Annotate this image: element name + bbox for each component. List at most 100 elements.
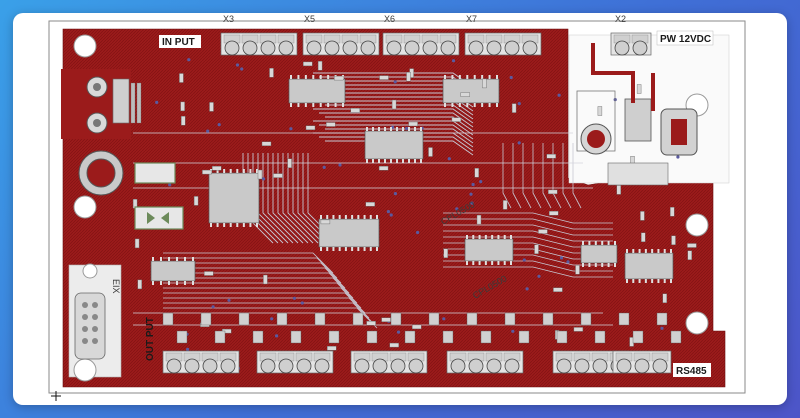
via bbox=[292, 296, 296, 300]
connector-label-x2: X2 bbox=[615, 14, 626, 24]
ic-pin bbox=[242, 223, 245, 227]
smd-component bbox=[180, 101, 185, 112]
ic-pin bbox=[312, 103, 315, 107]
ic-pin bbox=[472, 261, 475, 265]
ic-pin bbox=[319, 103, 322, 107]
ic-pin bbox=[249, 223, 252, 227]
smd-component bbox=[670, 207, 675, 217]
ic-footprint bbox=[624, 252, 674, 280]
resistor-pack bbox=[656, 312, 668, 326]
signal-trace bbox=[443, 230, 613, 242]
ic-pin bbox=[420, 159, 422, 163]
via bbox=[240, 67, 244, 71]
ic-pin bbox=[420, 127, 422, 131]
terminal-screw bbox=[504, 40, 520, 56]
smd-component bbox=[597, 106, 603, 116]
ic-pin bbox=[223, 223, 226, 227]
signal-trace bbox=[319, 124, 474, 140]
ic-pin bbox=[229, 223, 232, 227]
ic-pin bbox=[342, 103, 344, 107]
smd-component bbox=[640, 211, 645, 221]
ic-pin bbox=[326, 247, 329, 251]
smd-component bbox=[389, 342, 399, 348]
terminal-screw bbox=[592, 358, 608, 374]
signal-trace bbox=[262, 153, 294, 244]
terminal-screw bbox=[408, 358, 424, 374]
mount-hole-tl bbox=[73, 34, 97, 58]
signal-trace bbox=[287, 153, 319, 244]
smd-component bbox=[180, 115, 186, 126]
terminal-screw bbox=[278, 40, 294, 56]
ic-pin bbox=[503, 235, 506, 239]
via bbox=[386, 210, 390, 214]
resistor-pack bbox=[314, 312, 326, 326]
via bbox=[511, 329, 515, 333]
terminal-block bbox=[382, 32, 460, 56]
pcb-layout: IN PUT PW 12VDC RS485 OUT PUT EIX CPL050… bbox=[48, 14, 746, 401]
terminal-screw bbox=[324, 40, 340, 56]
ic-pin bbox=[249, 169, 252, 173]
connector-label-x6: X6 bbox=[384, 14, 395, 24]
signal-trace bbox=[163, 277, 354, 299]
ic-pin bbox=[216, 223, 219, 227]
via bbox=[275, 334, 279, 338]
smd-component bbox=[534, 244, 539, 255]
mount-hole-br bbox=[685, 311, 709, 335]
signal-trace bbox=[292, 153, 324, 244]
ic-pin bbox=[223, 169, 226, 173]
via bbox=[470, 201, 474, 205]
ic-pin bbox=[184, 281, 186, 285]
terminal-screw bbox=[556, 358, 572, 374]
signal-trace bbox=[163, 282, 358, 304]
via bbox=[451, 59, 456, 63]
ic-pin bbox=[192, 257, 194, 261]
terminal-screw bbox=[260, 358, 276, 374]
smd-component bbox=[381, 317, 391, 322]
ic-pin bbox=[372, 127, 374, 131]
connector-label-x7: X7 bbox=[466, 14, 477, 24]
ic-pin bbox=[582, 263, 584, 267]
via bbox=[566, 260, 570, 264]
terminal-screw bbox=[468, 358, 484, 374]
via bbox=[447, 157, 451, 161]
resistor-pack bbox=[670, 330, 682, 344]
terminal-screw bbox=[616, 358, 632, 374]
ic-pin bbox=[638, 279, 641, 283]
smd-component bbox=[204, 271, 214, 276]
signal-trace bbox=[502, 143, 512, 209]
ic-pin bbox=[319, 75, 322, 79]
ic-pin bbox=[236, 169, 239, 173]
ic-pin bbox=[344, 215, 347, 219]
via bbox=[676, 155, 680, 159]
ic-pin bbox=[402, 159, 404, 163]
ic-pin bbox=[176, 257, 178, 261]
smd-component bbox=[451, 117, 462, 122]
smd-component bbox=[202, 169, 212, 175]
terminal-block bbox=[350, 350, 428, 374]
ic-pin bbox=[168, 257, 170, 261]
ic-pin bbox=[320, 247, 322, 251]
ic-pin bbox=[638, 249, 641, 253]
via bbox=[300, 301, 304, 305]
signal-trace bbox=[522, 143, 532, 209]
smd-component bbox=[209, 102, 214, 112]
input-label: IN PUT bbox=[162, 37, 195, 48]
via bbox=[393, 192, 397, 196]
power-label-box bbox=[656, 30, 714, 46]
ic-pin bbox=[481, 75, 484, 79]
ic-pin bbox=[297, 103, 300, 107]
ic-pin bbox=[369, 215, 372, 219]
ic-pin bbox=[582, 241, 584, 245]
terminal-screw bbox=[224, 40, 240, 56]
terminal-screw bbox=[652, 358, 668, 374]
ic-pin bbox=[236, 223, 239, 227]
terminal-screw bbox=[614, 40, 630, 56]
header-pin bbox=[130, 82, 136, 124]
resistor-pack bbox=[518, 330, 530, 344]
via bbox=[211, 305, 215, 309]
db9-connector bbox=[74, 263, 106, 360]
rs485-label: RS485 bbox=[676, 366, 707, 377]
smd-component bbox=[317, 61, 323, 71]
via bbox=[155, 100, 159, 104]
mount-hole-mr bbox=[685, 213, 709, 237]
